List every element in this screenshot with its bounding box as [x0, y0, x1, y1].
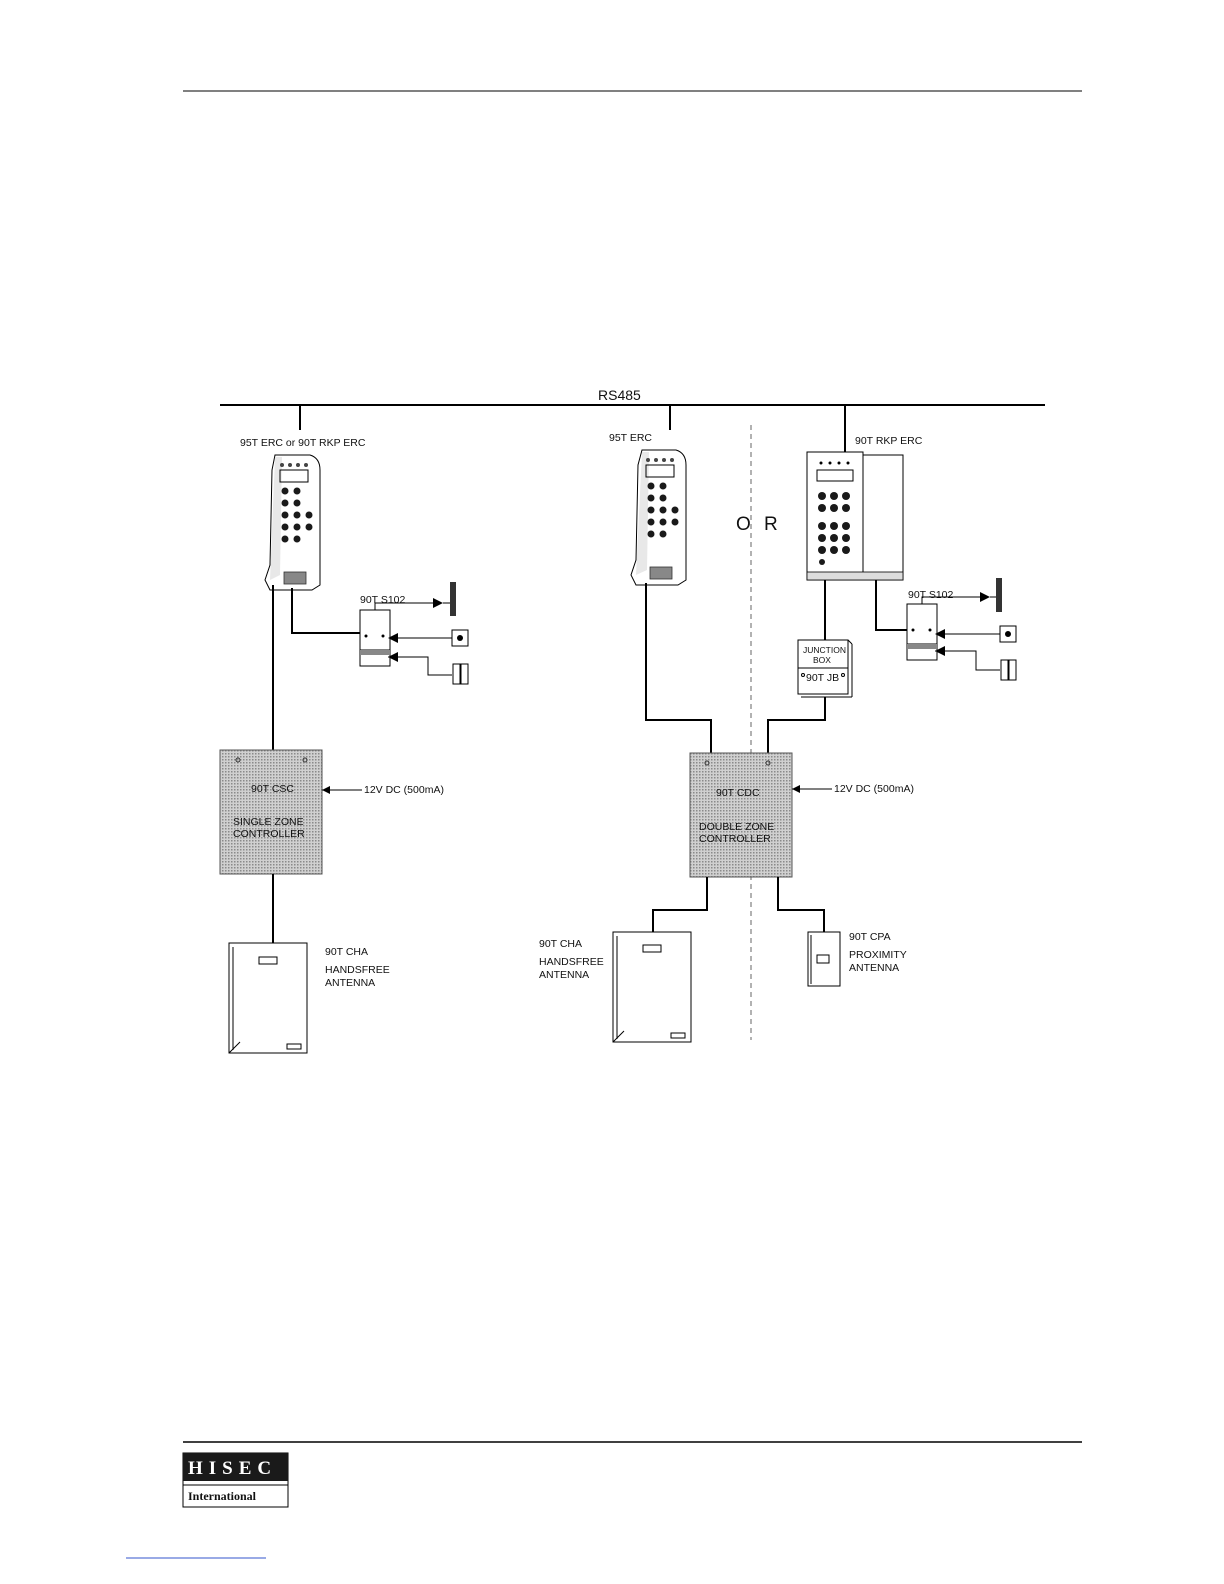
left-reader-label: 95T ERC or 90T RKP ERC	[240, 437, 366, 449]
right-power-label: 12V DC (500mA)	[834, 783, 914, 795]
left-reader-to-interface-wire	[292, 588, 360, 633]
double-zone-controller	[690, 753, 792, 877]
junction-line2: BOX	[813, 655, 831, 665]
right-interface-label: 90T S102	[908, 589, 954, 601]
right-keypad-reader	[631, 450, 686, 585]
right-antenna-model: 90T CHA	[539, 938, 582, 950]
left-antenna-line2: ANTENNA	[325, 977, 375, 989]
junction-to-controller-wire	[768, 697, 825, 753]
single-zone-controller	[220, 750, 322, 874]
right-door-contact-icon	[1001, 660, 1008, 680]
left-interface-label: 90T S102	[360, 594, 406, 606]
right-reader-b-label: 90T RKP ERC	[855, 435, 923, 447]
controller-to-proximity-wire	[778, 877, 824, 932]
left-controller-line1: SINGLE ZONE	[233, 816, 304, 828]
left-s102-interface	[360, 610, 390, 666]
junction-line1: JUNCTION	[803, 645, 846, 655]
left-power-label: 12V DC (500mA)	[364, 784, 444, 796]
right-lock-arrow	[980, 592, 990, 602]
right-handsfree-antenna	[613, 932, 691, 1042]
left-lock-icon	[450, 582, 456, 616]
junction-model: 90T JB	[806, 672, 839, 684]
proximity-antenna	[808, 932, 840, 986]
left-antenna-model: 90T CHA	[325, 946, 368, 958]
prox-line1: PROXIMITY	[849, 949, 907, 961]
right-reader-a-label: 95T ERC	[609, 432, 652, 444]
right-antenna-line2: ANTENNA	[539, 969, 589, 981]
left-keypad-reader	[265, 455, 320, 590]
bus-label: RS485	[598, 387, 641, 403]
right-controller-model: 90T CDC	[716, 787, 760, 799]
left-controller-line2: CONTROLLER	[233, 828, 305, 840]
logo-bottom-text: International	[188, 1489, 257, 1503]
prox-model: 90T CPA	[849, 931, 891, 943]
left-controller-model: 90T CSC	[251, 783, 294, 795]
left-door-contact-icon	[453, 664, 460, 684]
left-power-arrow	[322, 786, 330, 794]
rkp-to-interface-wire	[876, 580, 907, 630]
rkp-keypad-reader	[807, 452, 903, 580]
right-controller-line2: CONTROLLER	[699, 833, 771, 845]
left-antenna-line1: HANDSFREE	[325, 964, 390, 976]
controller-to-handsfree-wire	[653, 877, 707, 932]
hisec-logo: HISEC International	[183, 1453, 288, 1507]
right-power-arrow	[792, 785, 800, 793]
right-lock-icon	[996, 578, 1002, 612]
left-handsfree-antenna	[229, 943, 307, 1053]
right-s102-interface	[907, 604, 937, 660]
or-label: O R	[736, 514, 782, 535]
prox-line2: ANTENNA	[849, 962, 899, 974]
logo-top-text: HISEC	[188, 1458, 277, 1479]
right-reader-to-controller-wire	[646, 583, 711, 753]
left-lock-arrow	[433, 598, 443, 608]
right-controller-line1: DOUBLE ZONE	[699, 821, 774, 833]
right-antenna-line1: HANDSFREE	[539, 956, 604, 968]
